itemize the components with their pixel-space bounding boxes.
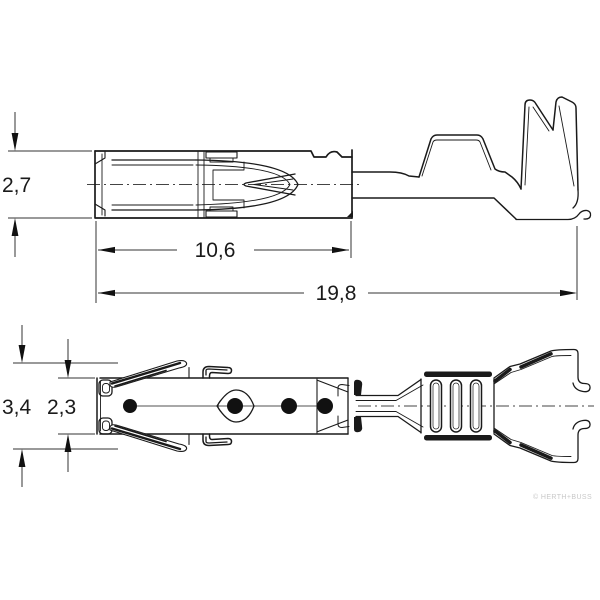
wire-crimp-barrel — [420, 371, 495, 441]
locking-tabs — [202, 365, 233, 447]
crimp-tail — [351, 171, 592, 221]
spring-tip — [243, 173, 296, 196]
dim-label-2-3: 2,3 — [47, 396, 76, 419]
box-wall-blades — [109, 360, 190, 452]
dim-label-19-8: 19,8 — [316, 282, 357, 305]
insulation-crimp-wings-side — [520, 96, 579, 209]
insulation-crimp-wings-plan — [493, 348, 591, 464]
top-view — [87, 96, 592, 221]
dim-label-2-7: 2,7 — [2, 174, 31, 197]
contact-spring — [111, 151, 299, 218]
transition-funnel — [317, 379, 363, 433]
dimensions: 2,7 10,6 19,8 3,4 — [2, 112, 578, 487]
neck-strip — [355, 378, 424, 434]
box-corner-notch-top — [94, 151, 106, 165]
lens-emboss — [216, 389, 255, 423]
contact-box — [94, 149, 353, 219]
bottom-view — [96, 348, 594, 464]
dimension-19-8: 19,8 — [98, 226, 578, 305]
dim-label-3-4: 3,4 — [2, 396, 32, 419]
dimension-10-6: 10,6 — [95, 221, 352, 303]
punch-holes — [123, 389, 333, 423]
dimension-2-3: 2,3 — [47, 339, 95, 472]
dimension-2-7: 2,7 — [2, 112, 92, 257]
box-corner-notch-bottom — [94, 203, 106, 217]
dim-label-10-6: 10,6 — [195, 239, 236, 262]
watermark: © HERTH+BUSS — [533, 493, 592, 501]
conductor-crimp-bump — [418, 134, 522, 190]
seam-folds-left — [98, 379, 113, 435]
serration-slots — [429, 379, 483, 433]
dimension-3-4: 3,4 — [2, 325, 118, 487]
